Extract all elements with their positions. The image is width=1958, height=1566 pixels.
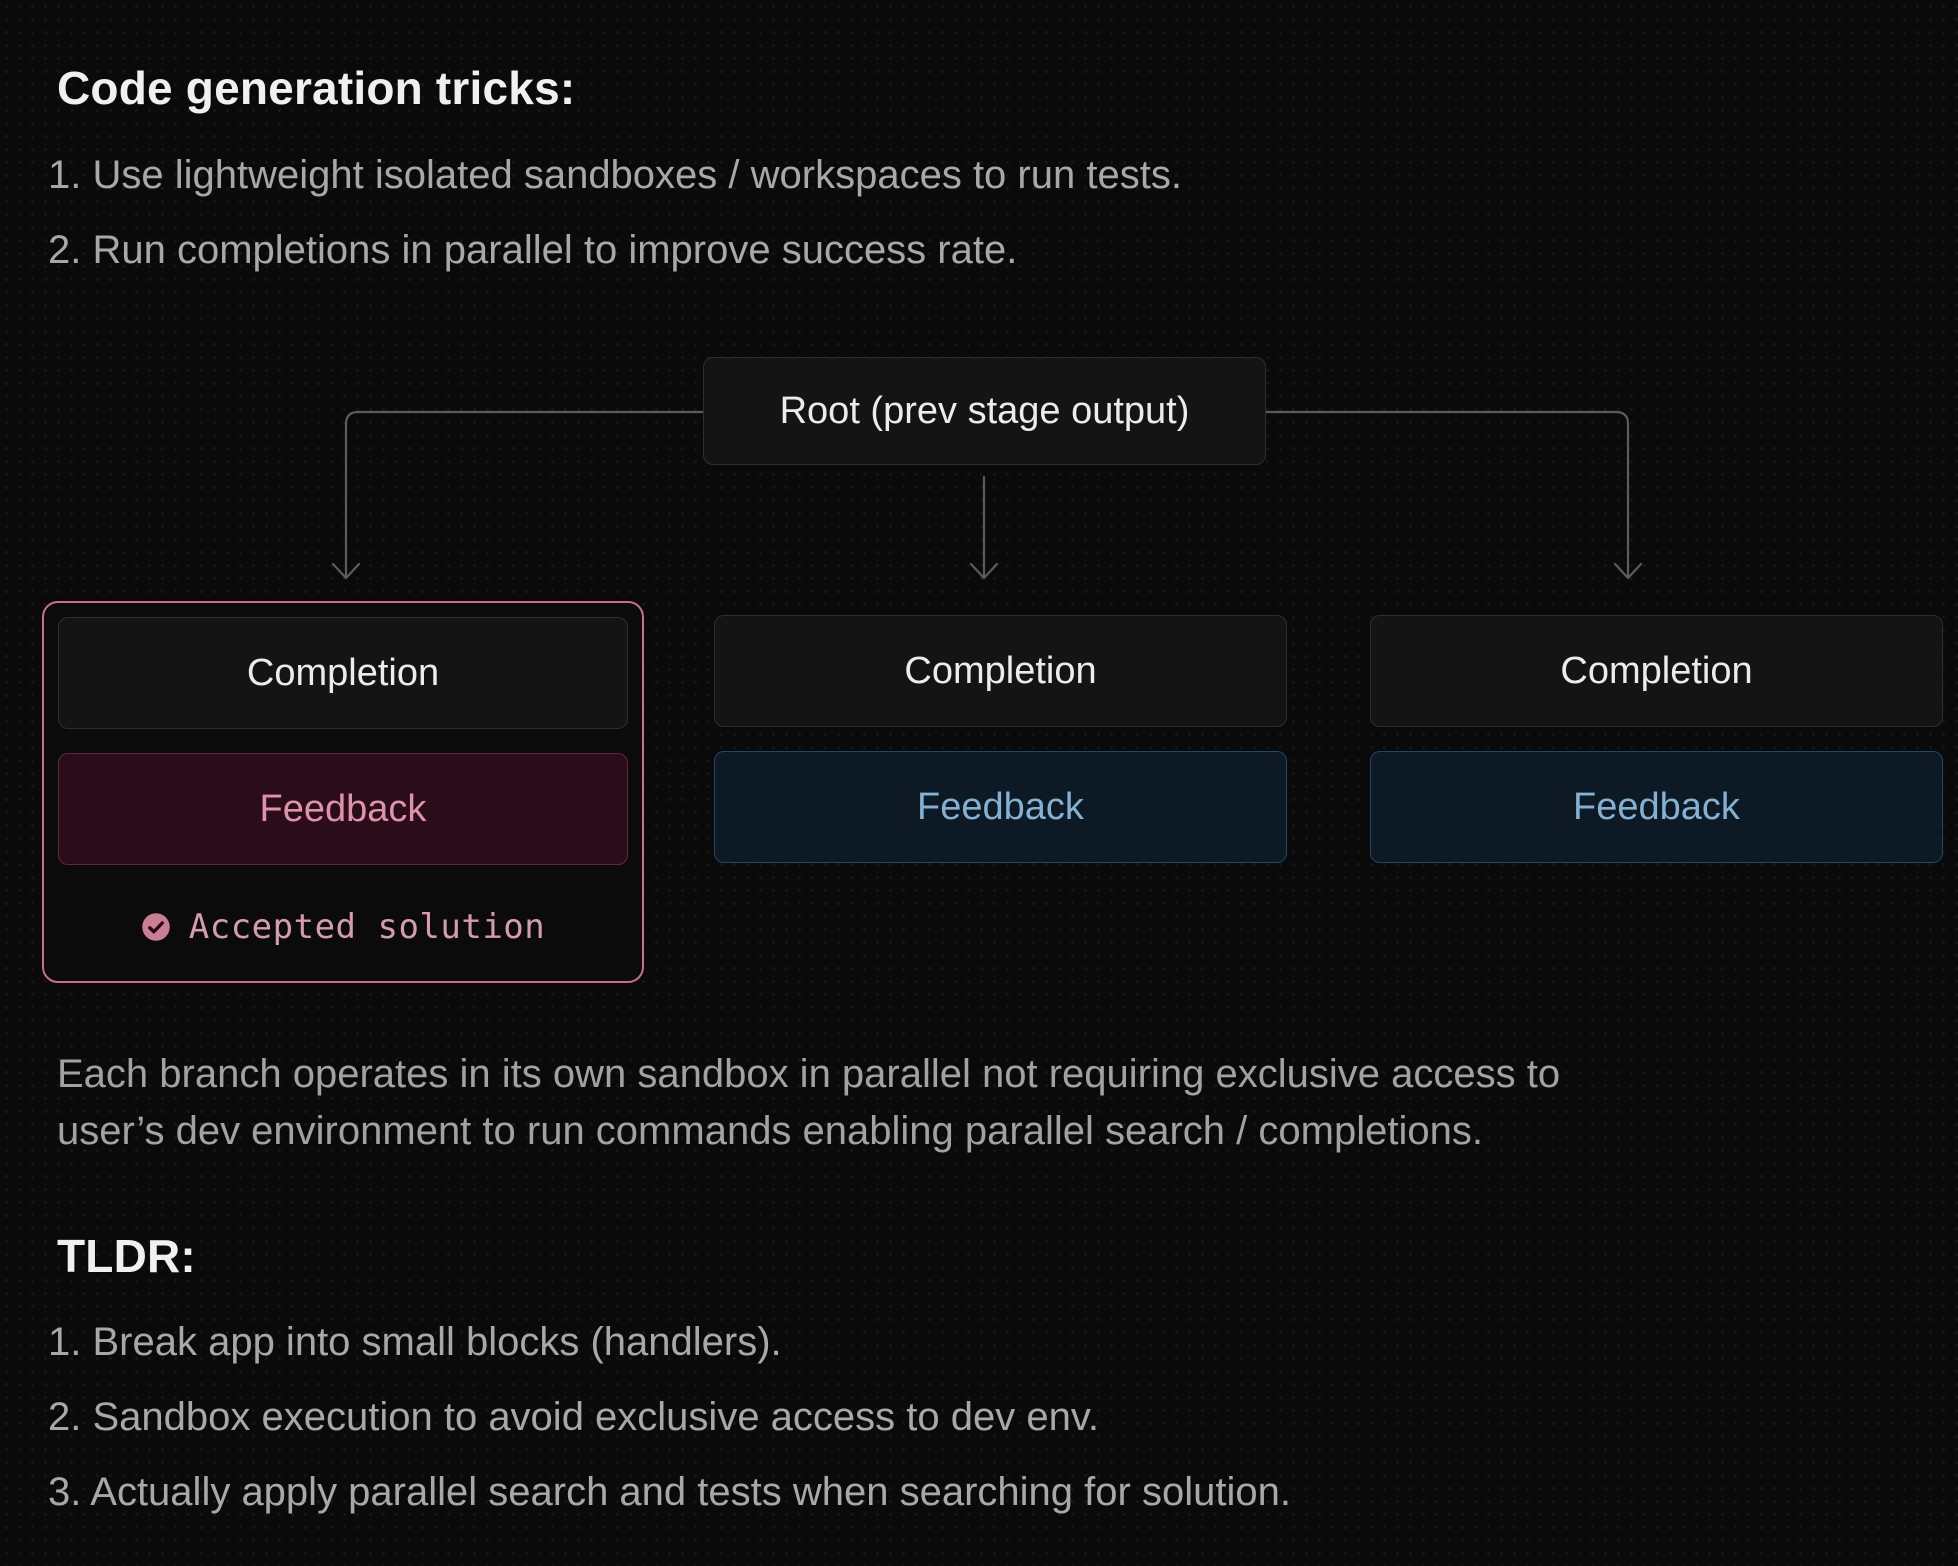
body-paragraph-line-2: user’s dev environment to run commands e… (57, 1109, 1483, 1153)
check-circle-icon (142, 913, 170, 941)
completion-node-label: Completion (904, 649, 1097, 692)
intro-heading: Code generation tricks: (57, 62, 576, 114)
branch-accepted-container: Completion Feedback Accepted solution (42, 601, 644, 983)
connector-right-line (1264, 410, 1630, 578)
feedback-node-label: Feedback (917, 785, 1084, 828)
tldr-item-3: 3. Actually apply parallel search and te… (48, 1470, 1291, 1514)
branch-right-container: Completion Feedback (1370, 615, 1943, 863)
tldr-item-2: 2. Sandbox execution to avoid exclusive … (48, 1395, 1099, 1439)
feedback-node-3: Feedback (1370, 751, 1943, 863)
completion-node-label: Completion (246, 651, 440, 694)
intro-item-1: 1. Use lightweight isolated sandboxes / … (48, 153, 1182, 197)
feedback-node-2: Feedback (714, 751, 1287, 863)
completion-node-label: Completion (1560, 649, 1753, 692)
completion-node-2: Completion (714, 615, 1287, 727)
connector-left-line (344, 410, 705, 578)
tldr-item-1: 1. Break app into small blocks (handlers… (48, 1320, 782, 1364)
arrowhead-down-right-icon (1613, 562, 1643, 580)
branch-middle-container: Completion Feedback (714, 615, 1287, 863)
root-node: Root (prev stage output) (703, 357, 1266, 465)
feedback-node-label: Feedback (259, 787, 427, 830)
arrowhead-down-middle-icon (969, 562, 999, 580)
feedback-node-1: Feedback (58, 753, 628, 865)
arrowhead-down-left-icon (331, 562, 361, 580)
completion-node-3: Completion (1370, 615, 1943, 727)
accepted-solution-label: Accepted solution (188, 907, 546, 947)
root-node-label: Root (prev stage output) (779, 389, 1190, 432)
feedback-node-label: Feedback (1573, 785, 1740, 828)
body-paragraph-line-1: Each branch operates in its own sandbox … (57, 1052, 1561, 1096)
accepted-solution-row: Accepted solution (58, 899, 628, 955)
completion-node-1: Completion (58, 617, 628, 729)
intro-item-2: 2. Run completions in parallel to improv… (48, 228, 1018, 272)
tldr-heading: TLDR: (57, 1230, 196, 1282)
